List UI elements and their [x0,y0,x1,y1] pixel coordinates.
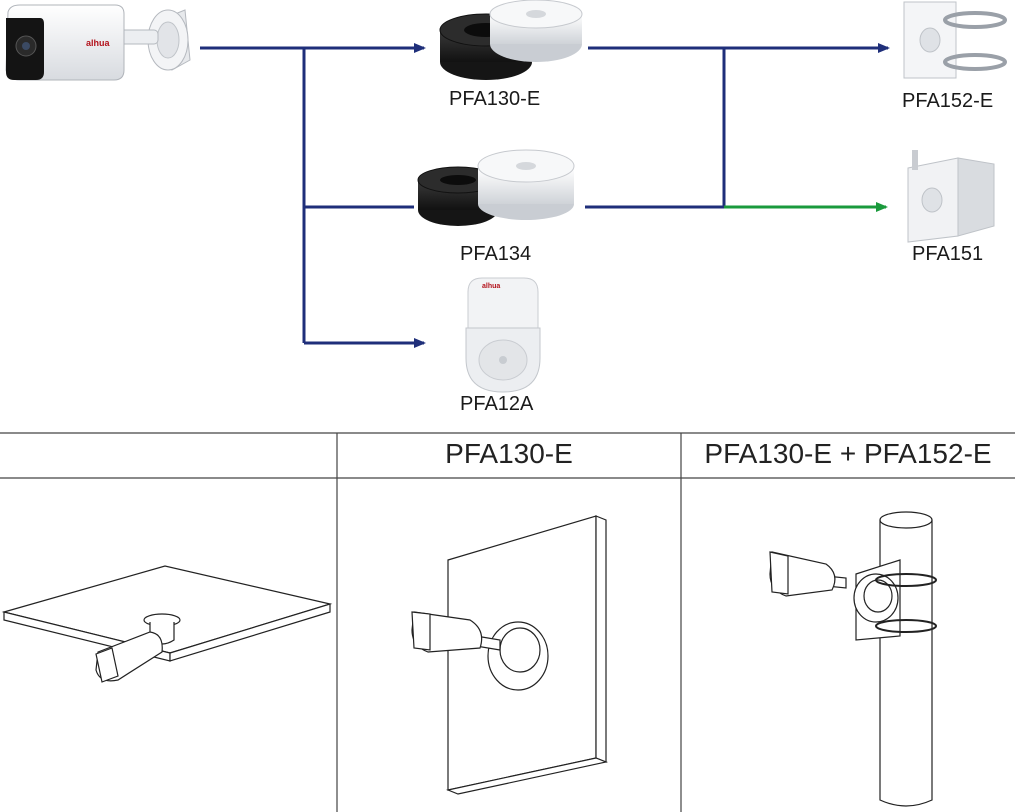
pfa12a-image: alhua [465,277,541,393]
table-header-col-3: PFA130-E + PFA152-E [704,438,992,469]
connector-lines [200,43,890,348]
brand-logo: alhua [86,38,111,48]
wall-mount-illustration [411,515,609,795]
pole-mount-illustration [769,511,937,807]
table-header-col-2: PFA130-E [445,438,573,469]
ceiling-mount-illustration [1,565,333,683]
label-pfa152e: PFA152-E [902,90,994,112]
pfa130e-image [439,0,583,80]
pfa152e-image [903,1,1007,79]
pfa151-image [907,150,995,243]
label-pfa12a: PFA12A [460,393,534,415]
label-pfa151: PFA151 [912,243,984,265]
pfa134-image [417,149,575,226]
bullet-camera-image: alhua [5,4,191,81]
pfa12a-brand-logo: alhua [482,283,500,290]
label-pfa134: PFA134 [460,243,532,265]
installation-table [0,432,1015,812]
label-pfa130e: PFA130-E [449,88,541,110]
